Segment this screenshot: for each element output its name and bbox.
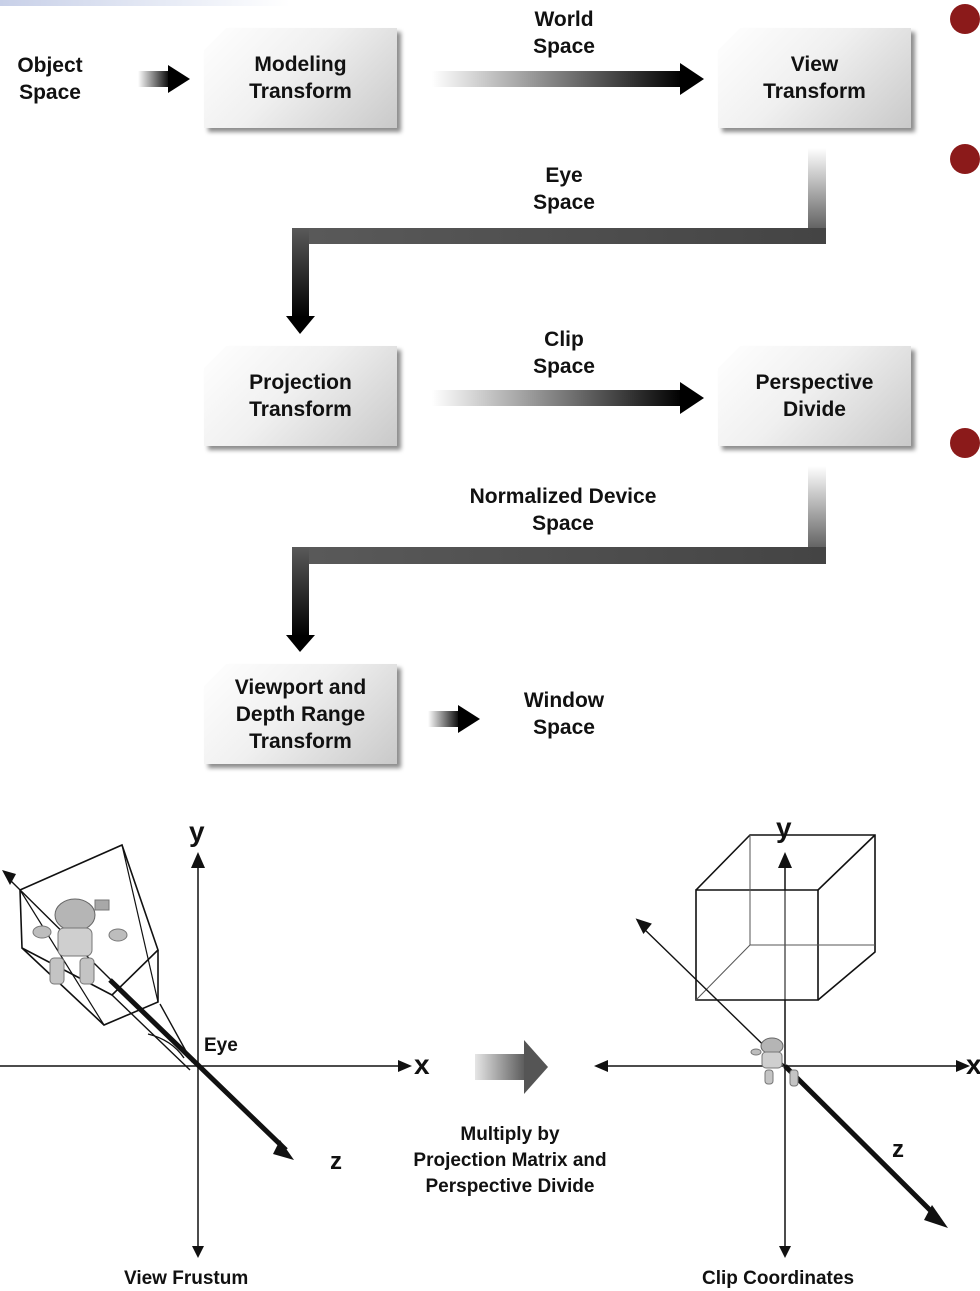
clip-x-label: x — [966, 1049, 980, 1080]
clip-view-axis — [639, 924, 786, 1067]
projection-transform-label: Projection Transform — [249, 371, 352, 421]
object-space-label: Object Space — [17, 54, 83, 104]
view-frustum-figure — [0, 843, 412, 1258]
view-transform-label: View Transform — [763, 53, 866, 103]
arrow-object-to-modeling — [138, 65, 190, 93]
frustum-z-label: z — [330, 1148, 342, 1175]
frustum-y-down-arrowhead — [192, 1246, 204, 1258]
bullet-marker — [950, 4, 980, 34]
clip-y-label: y — [776, 812, 792, 843]
clip-coordinates-figure — [594, 834, 970, 1258]
viewport-transform-label: Viewport and Depth Range Transform — [234, 675, 367, 753]
perspective-divide-label: Perspective Divide — [755, 371, 874, 421]
frustum-y-label: y — [189, 816, 205, 847]
frustum-near-far — [19, 843, 159, 996]
modeling-transform-label: Modeling Transform — [249, 53, 352, 103]
arrow-clip-space — [432, 382, 704, 414]
transform-note: Multiply by Projection Matrix and Perspe… — [413, 1124, 607, 1197]
eye-label: Eye — [204, 1035, 238, 1056]
clip-z-label: z — [892, 1136, 904, 1163]
arrow-ndc-space — [286, 466, 826, 652]
clip-z-axis — [783, 1064, 940, 1220]
header-logo-strip — [0, 0, 290, 6]
frustum-z-axis — [108, 978, 288, 1152]
robot-model-icon — [32, 898, 128, 985]
arrow-eye-space — [286, 148, 826, 334]
eye-space-label: Eye Space — [533, 164, 595, 214]
bullet-marker — [950, 144, 980, 174]
robot-model-icon — [750, 1037, 799, 1087]
transform-arrow — [475, 1040, 548, 1094]
clip-coordinates-caption: Clip Coordinates — [702, 1268, 855, 1289]
frustum-y-arrowhead — [191, 852, 205, 868]
bullet-marker — [950, 428, 980, 458]
world-space-label: World Space — [533, 8, 595, 58]
ndc-space-label: Normalized Device Space — [469, 485, 657, 535]
frustum-x-arrowhead — [398, 1060, 412, 1072]
arrow-window-space — [428, 705, 480, 733]
frustum-x-label: x — [414, 1049, 430, 1080]
view-frustum-caption: View Frustum — [124, 1268, 249, 1289]
window-space-label: Window Space — [523, 689, 605, 739]
clip-space-label: Clip Space — [533, 328, 595, 378]
arrow-world-space — [432, 63, 704, 95]
